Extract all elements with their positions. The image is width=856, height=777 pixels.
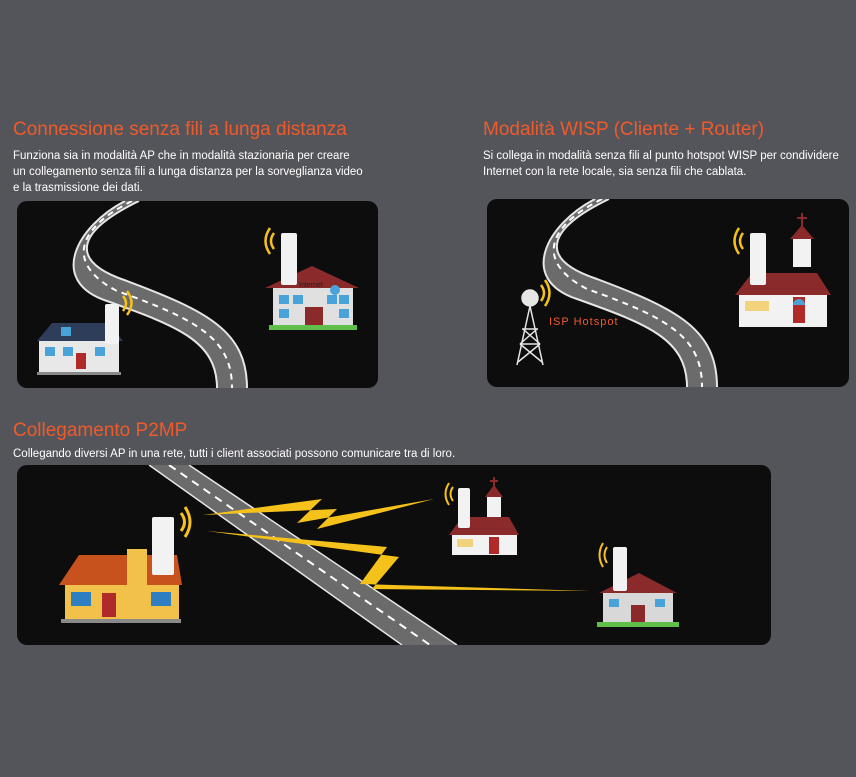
church-icon (735, 213, 831, 327)
isp-hotspot-label: ISP Hotspot (549, 316, 619, 328)
section-description-p2mp: Collegando diversi AP in una rete, tutti… (13, 448, 456, 460)
house-green-icon (597, 547, 679, 627)
access-point-left-icon (105, 304, 119, 344)
house-main-icon (59, 549, 182, 623)
house-left-icon (37, 323, 123, 375)
signal-green-icon (598, 542, 608, 568)
p2mp-illustration (17, 465, 771, 645)
church-icon (449, 477, 519, 555)
section-description-long-distance: Funziona sia in modalità AP che in modal… (13, 150, 363, 194)
access-point-main-icon (152, 517, 174, 575)
wisp-illustration: ISP Hotspot (487, 199, 849, 387)
section-title-long-distance: Connessione senza fili a lunga distanza (13, 119, 347, 140)
access-point-church-icon (750, 233, 766, 285)
signal-tower-icon (539, 279, 551, 307)
signal-right-icon (264, 227, 276, 255)
road (149, 465, 457, 645)
section-title-p2mp: Collegamento P2MP (13, 420, 188, 441)
signal-main-icon (179, 506, 192, 538)
section-description-wisp: Si collega in modalità senza fili al pun… (483, 150, 839, 178)
house-right-icon: Internet (265, 266, 359, 330)
lightning-bolt-upper (203, 499, 434, 529)
internet-label: Internet (299, 282, 323, 289)
signal-church-icon (733, 227, 745, 255)
isp-tower-icon (516, 289, 544, 366)
section-title-wisp: Modalità WISP (Cliente + Router) (483, 119, 765, 140)
long-distance-illustration: Internet (17, 201, 378, 388)
access-point-right-icon (281, 233, 297, 285)
signal-left-icon (121, 290, 133, 316)
signal-church-icon (444, 482, 454, 506)
